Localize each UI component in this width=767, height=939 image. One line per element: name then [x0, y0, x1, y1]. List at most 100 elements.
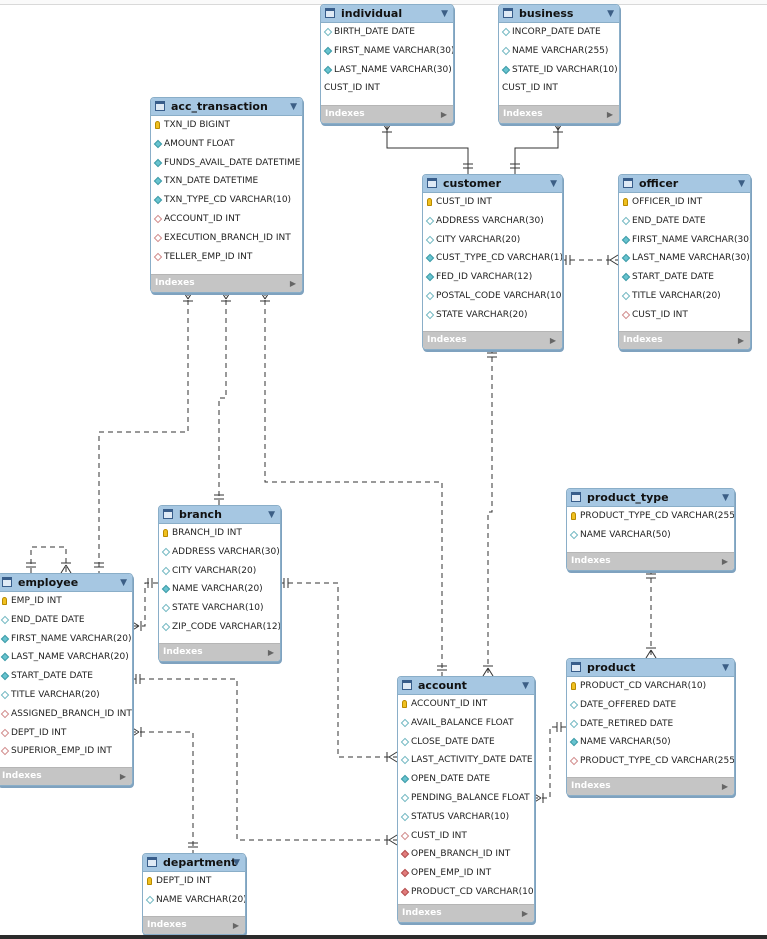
column-row[interactable]: DEPT_ID INT [0, 724, 132, 743]
column-row[interactable]: AMOUNT FLOAT [151, 135, 302, 154]
collapse-arrow-icon[interactable]: ▼ [290, 102, 297, 112]
indexes-bar[interactable]: Indexes▶ [398, 904, 534, 922]
column-row[interactable]: CUST_ID INT [619, 306, 750, 325]
column-row[interactable]: START_DATE DATE [619, 268, 750, 287]
expand-arrow-icon[interactable]: ▶ [267, 648, 274, 657]
column-row[interactable]: CUST_ID INT [321, 79, 453, 98]
column-row[interactable]: STATE_ID VARCHAR(10) [499, 61, 619, 80]
expand-arrow-icon[interactable]: ▶ [721, 782, 728, 791]
table-header[interactable]: branch▼ [159, 506, 280, 524]
expand-arrow-icon[interactable]: ▶ [606, 110, 613, 119]
column-row[interactable]: END_DATE DATE [619, 212, 750, 231]
column-row[interactable]: TXN_DATE DATETIME [151, 172, 302, 191]
table-header[interactable]: business▼ [499, 5, 619, 23]
column-row[interactable]: PENDING_BALANCE FLOAT [398, 789, 534, 808]
column-row[interactable]: OPEN_EMP_ID INT [398, 864, 534, 883]
column-row[interactable]: ADDRESS VARCHAR(30) [423, 212, 562, 231]
column-row[interactable]: SUPERIOR_EMP_ID INT [0, 742, 132, 761]
column-row[interactable]: FIRST_NAME VARCHAR(20) [0, 630, 132, 649]
column-row[interactable]: CITY VARCHAR(20) [159, 562, 280, 581]
column-row[interactable]: BIRTH_DATE DATE [321, 23, 453, 42]
table-department[interactable]: department▼ DEPT_ID INT NAME VARCHAR(20)… [142, 853, 246, 935]
column-row[interactable]: NAME VARCHAR(20) [143, 891, 245, 910]
column-row[interactable]: TXN_TYPE_CD VARCHAR(10) [151, 191, 302, 210]
table-branch[interactable]: branch▼ BRANCH_ID INT ADDRESS VARCHAR(30… [158, 505, 281, 662]
bottom-scrollbar[interactable] [0, 935, 767, 939]
collapse-arrow-icon[interactable]: ▼ [233, 858, 240, 868]
column-row[interactable]: NAME VARCHAR(50) [567, 526, 734, 545]
column-row[interactable]: EMP_ID INT [0, 592, 132, 611]
column-row[interactable]: PRODUCT_CD VARCHAR(10) [567, 677, 734, 696]
indexes-bar[interactable]: Indexes▶ [619, 331, 750, 349]
table-business[interactable]: business▼ INCORP_DATE DATE NAME VARCHAR(… [498, 4, 620, 124]
collapse-arrow-icon[interactable]: ▼ [550, 179, 557, 189]
table-officer[interactable]: officer▼ OFFICER_ID INT END_DATE DATE FI… [618, 174, 751, 350]
collapse-arrow-icon[interactable]: ▼ [522, 681, 529, 691]
column-row[interactable]: TELLER_EMP_ID INT [151, 248, 302, 267]
indexes-bar[interactable]: Indexes▶ [321, 105, 453, 123]
column-row[interactable]: NAME VARCHAR(255) [499, 42, 619, 61]
column-row[interactable]: STATUS VARCHAR(10) [398, 808, 534, 827]
column-row[interactable]: LAST_ACTIVITY_DATE DATE [398, 751, 534, 770]
column-row[interactable]: ACCOUNT_ID INT [151, 210, 302, 229]
table-acc-transaction[interactable]: acc_transaction▼ TXN_ID BIGINT AMOUNT FL… [150, 97, 303, 293]
expand-arrow-icon[interactable]: ▶ [119, 772, 126, 781]
column-row[interactable]: TITLE VARCHAR(20) [619, 287, 750, 306]
column-row[interactable]: PRODUCT_TYPE_CD VARCHAR(255) [567, 507, 734, 526]
column-row[interactable]: CUST_TYPE_CD VARCHAR(1) [423, 249, 562, 268]
column-row[interactable]: STATE VARCHAR(20) [423, 306, 562, 325]
indexes-bar[interactable]: Indexes▶ [499, 105, 619, 123]
table-header[interactable]: acc_transaction▼ [151, 98, 302, 116]
column-row[interactable]: PRODUCT_CD VARCHAR(10) [398, 883, 534, 902]
column-row[interactable]: OPEN_DATE DATE [398, 770, 534, 789]
collapse-arrow-icon[interactable]: ▼ [738, 179, 745, 189]
column-row[interactable]: DEPT_ID INT [143, 872, 245, 891]
column-row[interactable]: DATE_OFFERED DATE [567, 696, 734, 715]
expand-arrow-icon[interactable]: ▶ [737, 336, 744, 345]
column-row[interactable]: CUST_ID INT [398, 827, 534, 846]
column-row[interactable]: TITLE VARCHAR(20) [0, 686, 132, 705]
column-row[interactable]: CITY VARCHAR(20) [423, 231, 562, 250]
indexes-bar[interactable]: Indexes▶ [567, 777, 734, 795]
column-row[interactable]: ZIP_CODE VARCHAR(12) [159, 618, 280, 637]
column-row[interactable]: CLOSE_DATE DATE [398, 733, 534, 752]
collapse-arrow-icon[interactable]: ▼ [722, 663, 729, 673]
column-row[interactable]: NAME VARCHAR(20) [159, 580, 280, 599]
table-product-type[interactable]: product_type▼ PRODUCT_TYPE_CD VARCHAR(25… [566, 488, 735, 571]
expand-arrow-icon[interactable]: ▶ [232, 921, 239, 930]
column-row[interactable]: AVAIL_BALANCE FLOAT [398, 714, 534, 733]
table-customer[interactable]: customer▼ CUST_ID INT ADDRESS VARCHAR(30… [422, 174, 563, 350]
collapse-arrow-icon[interactable]: ▼ [441, 9, 448, 19]
column-row[interactable]: END_DATE DATE [0, 611, 132, 630]
table-header[interactable]: officer▼ [619, 175, 750, 193]
table-product[interactable]: product▼ PRODUCT_CD VARCHAR(10) DATE_OFF… [566, 658, 735, 796]
expand-arrow-icon[interactable]: ▶ [440, 110, 447, 119]
column-row[interactable]: EXECUTION_BRANCH_ID INT [151, 229, 302, 248]
column-row[interactable]: FED_ID VARCHAR(12) [423, 268, 562, 287]
expand-arrow-icon[interactable]: ▶ [721, 557, 728, 566]
column-row[interactable]: FUNDS_AVAIL_DATE DATETIME [151, 154, 302, 173]
column-row[interactable]: NAME VARCHAR(50) [567, 733, 734, 752]
column-row[interactable]: CUST_ID INT [423, 193, 562, 212]
table-header[interactable]: customer▼ [423, 175, 562, 193]
column-row[interactable]: ADDRESS VARCHAR(30) [159, 543, 280, 562]
column-row[interactable]: OFFICER_ID INT [619, 193, 750, 212]
column-row[interactable]: OPEN_BRANCH_ID INT [398, 845, 534, 864]
table-header[interactable]: individual▼ [321, 5, 453, 23]
column-row[interactable]: ACCOUNT_ID INT [398, 695, 534, 714]
collapse-arrow-icon[interactable]: ▼ [607, 9, 614, 19]
indexes-bar[interactable]: Indexes▶ [567, 552, 734, 570]
collapse-arrow-icon[interactable]: ▼ [120, 578, 127, 588]
table-account[interactable]: account▼ ACCOUNT_ID INT AVAIL_BALANCE FL… [397, 676, 535, 923]
column-row[interactable]: ASSIGNED_BRANCH_ID INT [0, 705, 132, 724]
table-header[interactable]: product▼ [567, 659, 734, 677]
column-row[interactable]: STATE VARCHAR(10) [159, 599, 280, 618]
column-row[interactable]: CUST_ID INT [499, 79, 619, 98]
column-row[interactable]: LAST_NAME VARCHAR(20) [0, 648, 132, 667]
table-header[interactable]: department▼ [143, 854, 245, 872]
column-row[interactable]: POSTAL_CODE VARCHAR(10) [423, 287, 562, 306]
column-row[interactable]: FIRST_NAME VARCHAR(30) [321, 42, 453, 61]
expand-arrow-icon[interactable]: ▶ [289, 279, 296, 288]
column-row[interactable]: PRODUCT_TYPE_CD VARCHAR(255) [567, 752, 734, 771]
indexes-bar[interactable]: Indexes▶ [423, 331, 562, 349]
